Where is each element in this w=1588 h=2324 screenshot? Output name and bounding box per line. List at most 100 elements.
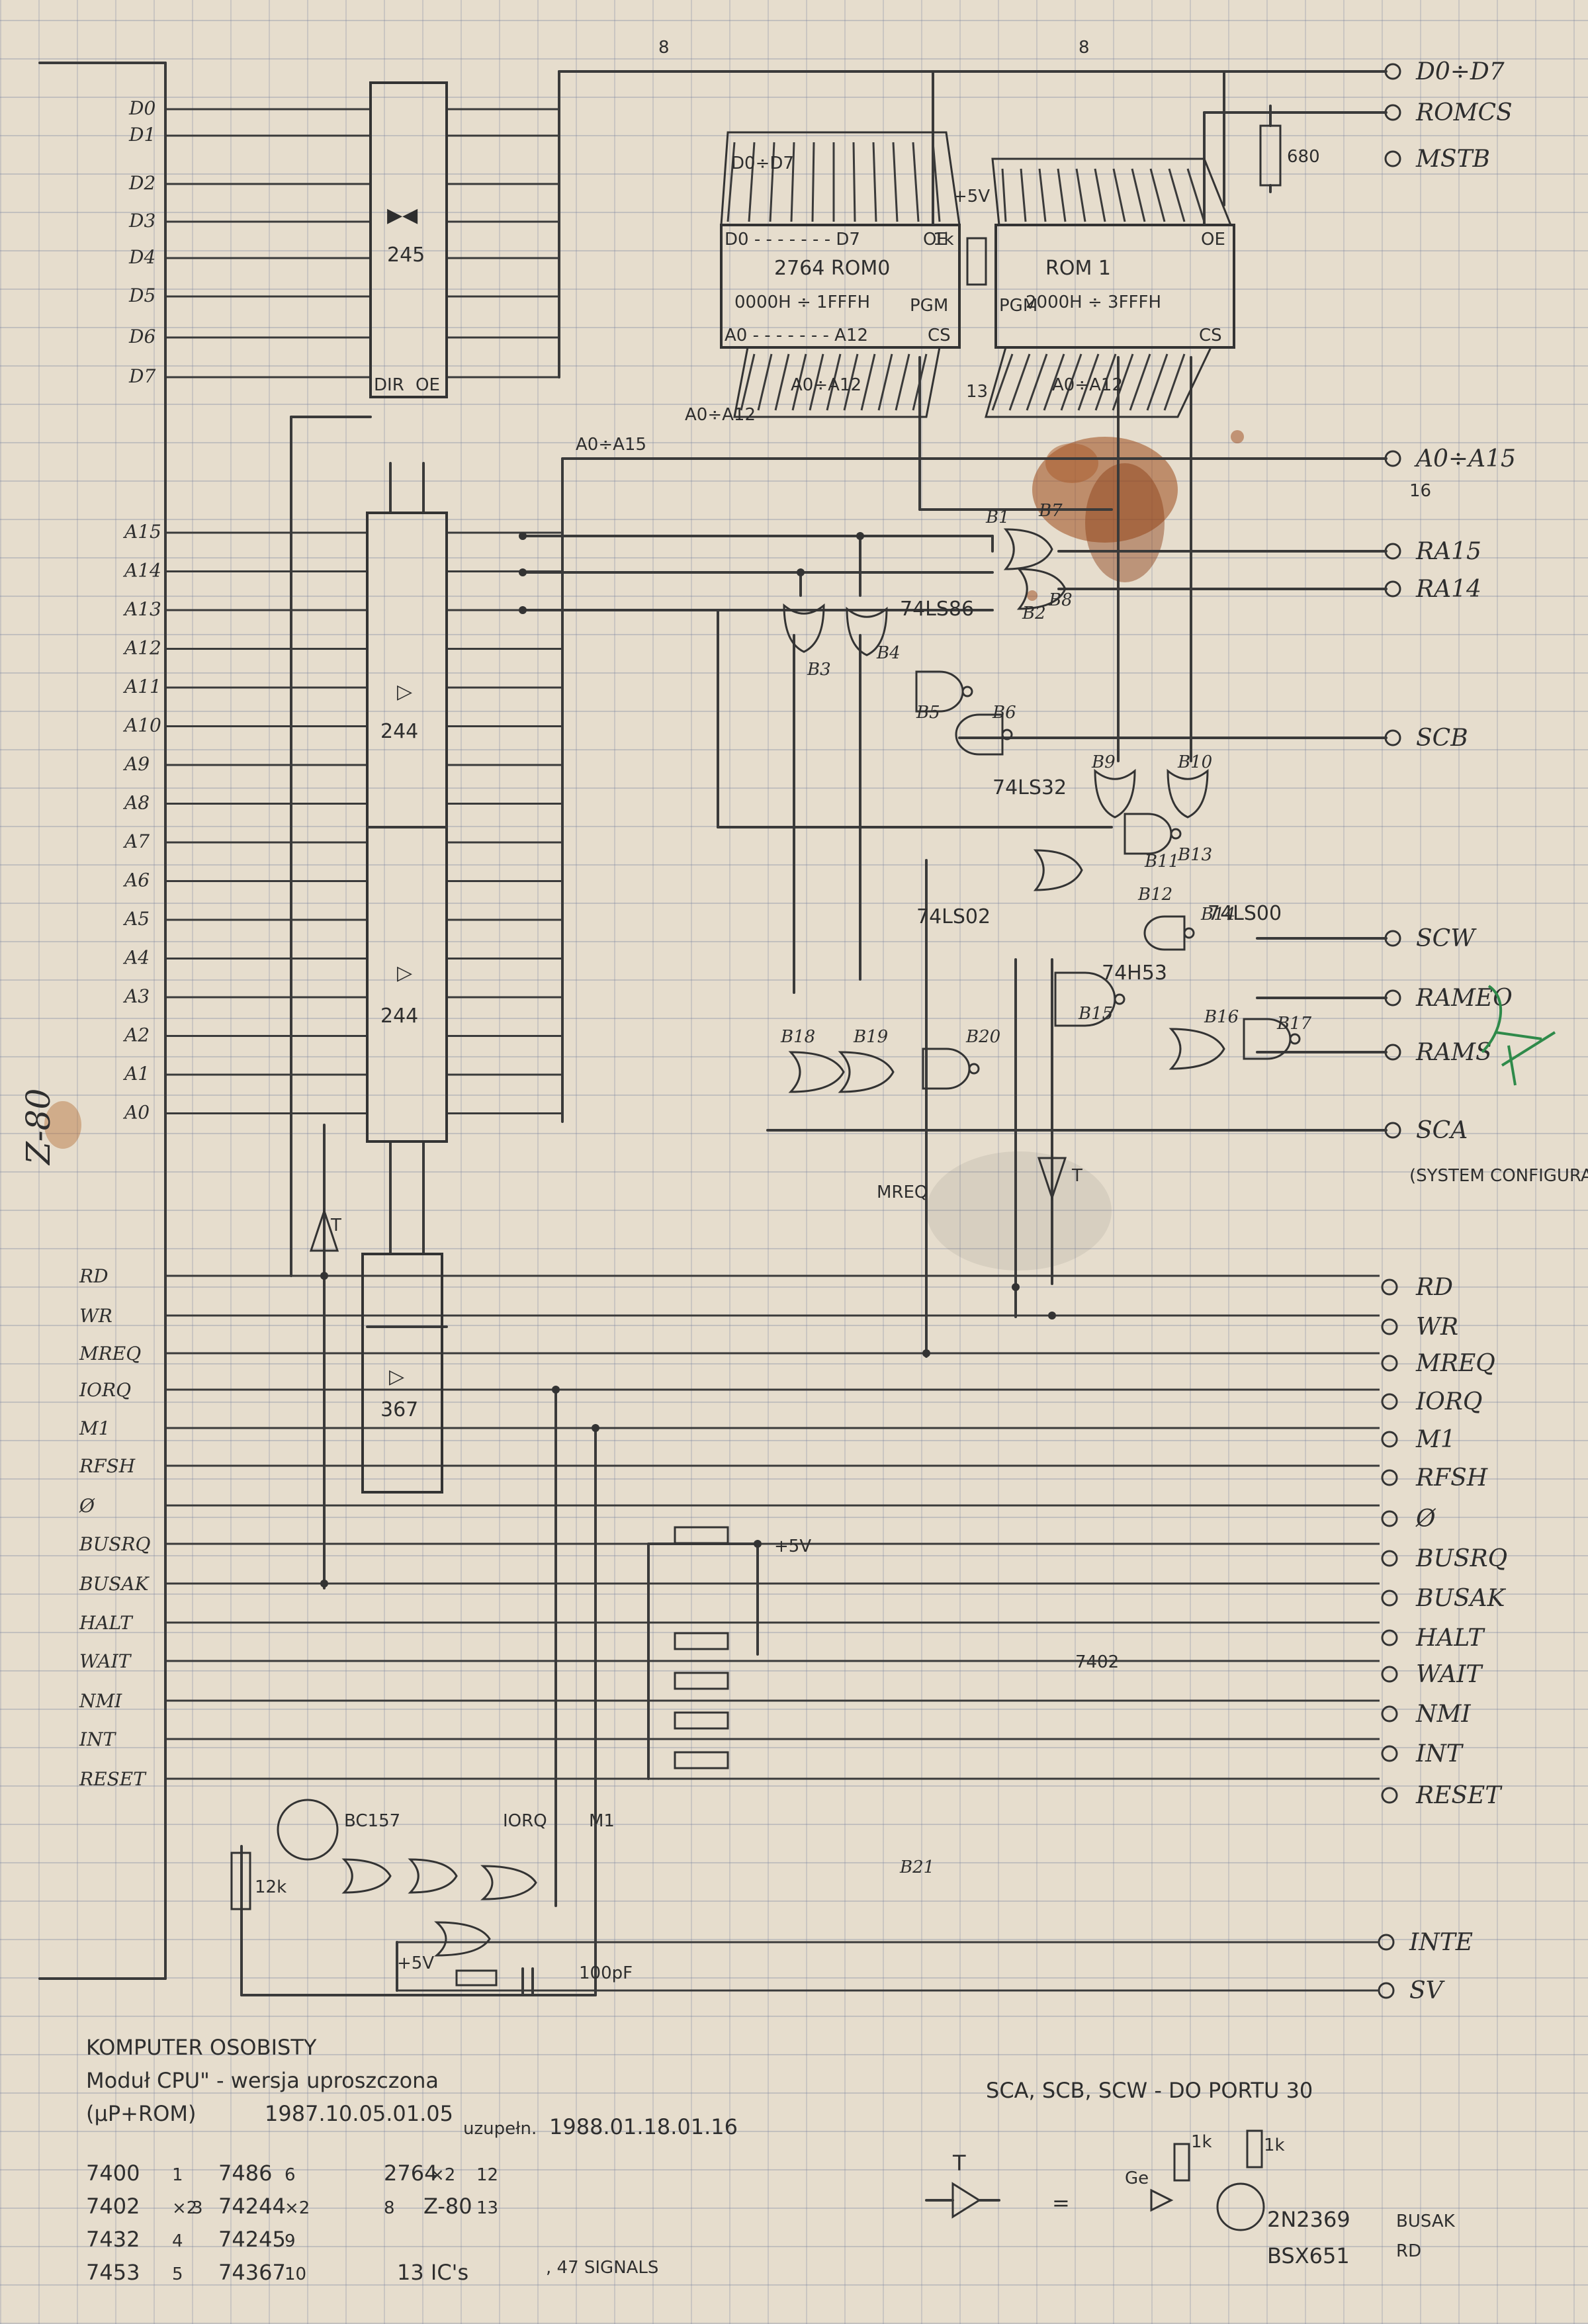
cpu-pin-group: D0D1D2D3D4D5D6D7A15A14A13A12A11A10A9A8A7… [79,97,161,1790]
terminal-label-a0a15: A0÷A15 [1414,445,1516,472]
gate-or-0 [1003,528,1053,570]
gate-label-b18: B18 [780,1027,815,1047]
bottom-terminal-1 [1378,1982,1395,1999]
buffer-367-label: 367 [380,1398,418,1421]
gate-and-2 [1124,813,1172,855]
bom-signals: , 47 SIGNALS [546,2258,658,2278]
ctrl-terminal-12 [1381,1745,1398,1762]
bom-cell-0-2: 7486 [218,2161,272,2186]
terminal-label-mstb: MSTB [1415,146,1490,173]
rom0-addr-label: A0 - - - - - - - A12 [725,326,868,345]
sca-note: (SYSTEM CONFIGURATION BIT A) [1409,1166,1588,1186]
pullup-resistor-value: 1k [933,230,954,249]
ctrl-terminal-13 [1381,1787,1398,1804]
abus-count-right: 16 [1409,481,1431,501]
rom-data-bus-label: D0÷D7 [731,154,794,173]
m1-tap-label: M1 [589,1811,615,1831]
cpu-pin-reset: RESET [79,1768,147,1790]
cpu-pin-a7: A7 [122,830,150,852]
ports-note: SCA, SCB, SCW - DO PORTU 30 [986,2078,1313,2103]
bom-cell-3-1: 5 [172,2264,183,2284]
equiv-tr2: BSX651 [1267,2243,1350,2268]
cpu-pin-a0: A0 [122,1102,150,1124]
gate-or-3 [846,606,888,656]
bom-cell-1-5: 8 [384,2198,395,2218]
junction-9 [320,1580,328,1587]
ic-74ls00: 74LS00 [1208,902,1282,925]
gate-label-b16: B16 [1204,1007,1239,1027]
gate-or-8 [788,1051,845,1093]
coffee-stain [44,430,1244,1271]
cpu-pin-m1: M1 [79,1417,110,1439]
cpu-pin-d6: D6 [128,326,155,347]
gate-and-1 [955,713,1004,756]
ctrl-terminal-label-iorq: IORQ [1415,1388,1482,1415]
pullup-resistor [966,237,987,286]
ic-74h53: 74H53 [1102,961,1167,985]
cpu-pin-a15: A15 [122,521,161,543]
bom-cell-1-4: ×2 [285,2198,310,2218]
cpu-pin-d4: D4 [128,246,155,268]
ic-74ls02: 74LS02 [916,905,991,928]
gate-or-11 [408,1858,458,1894]
cap-value: 100pF [579,1963,633,1983]
bom-cell-3-3: 10 [285,2264,306,2284]
buffer-245-symbol: ▶◀ [387,204,418,227]
junction-7 [1012,1283,1020,1291]
terminal-label-ra15: RA15 [1415,538,1481,565]
mreq-tap-label: MREQ [877,1183,928,1202]
cpu-pin-a12: A12 [122,637,161,659]
gate-label-b10: B10 [1177,752,1212,772]
gate-label-b17: B17 [1276,1014,1312,1034]
cpu-pin-iorq: IORQ [79,1379,131,1401]
equiv-tr: 2N2369 [1267,2207,1350,2232]
terminal-0 [1384,63,1401,80]
gate-or-10 [341,1858,392,1894]
junction-0 [519,532,527,540]
title-line1: KOMPUTER OSOBISTY [86,2035,317,2060]
right-terminal-group: D0÷D7ROMCSMSTBA0÷A15RA15RA14SCBSCWRAMEOR… [1378,58,1516,2004]
cpu-pin-a5: A5 [122,908,150,930]
t-buffer-2 [1037,1157,1067,1201]
cpu-pin-mreq: MREQ [79,1343,141,1364]
gate-label-b11: B11 [1144,852,1179,871]
gate-label-b21: B21 [899,1857,934,1877]
gate-or-2 [783,603,825,653]
rom-pwr-label: +5V [953,187,990,206]
ic-74ls86: 74LS86 [900,598,974,621]
terminal-1 [1384,104,1401,121]
cpu-pin-halt: HALT [79,1612,134,1634]
ctrl-terminal-10 [1381,1666,1398,1683]
gate-or-9 [838,1051,895,1093]
equiv-res2: 1k [1264,2135,1285,2155]
title-date2: 1988.01.18.01.16 [549,2114,738,2139]
gate-or-4 [1094,768,1136,819]
junction-1 [519,568,527,576]
buffer-symbol [951,2182,981,2219]
bottom-plus5: +5V [397,1953,434,1973]
gate-or-13 [434,1921,491,1957]
cpu-pin-d5: D5 [128,285,155,306]
terminal-10 [1384,1122,1401,1139]
ctrl-terminal-label-busak: BUSAK [1415,1585,1506,1612]
bom-cell-2-1: 4 [172,2231,183,2251]
bottom-terminal-0 [1378,1934,1395,1951]
bom-ics: 13 IC's [397,2260,468,2285]
ctrl-terminal-4 [1381,1431,1398,1448]
equiv-res1-body [1173,2143,1190,2182]
bom-cell-3-2: 74367 [218,2260,286,2285]
ctrl-terminal-2 [1381,1355,1398,1372]
bom-cell-0-1: 1 [172,2165,183,2185]
cpu-pin-a14: A14 [122,560,161,582]
rom1-pgm: PGM [999,296,1037,316]
resistor-680 [1259,124,1282,187]
bus-width-8b: 8 [1079,38,1090,58]
cpu-pin-rd: RD [79,1265,109,1287]
equiv-eq: = [1052,2190,1070,2215]
terminal-label-scw: SCW [1416,925,1477,952]
rom1-oe: OE [1201,230,1225,249]
junction-11 [592,1424,599,1432]
ic-74ls32: 74LS32 [992,776,1067,799]
